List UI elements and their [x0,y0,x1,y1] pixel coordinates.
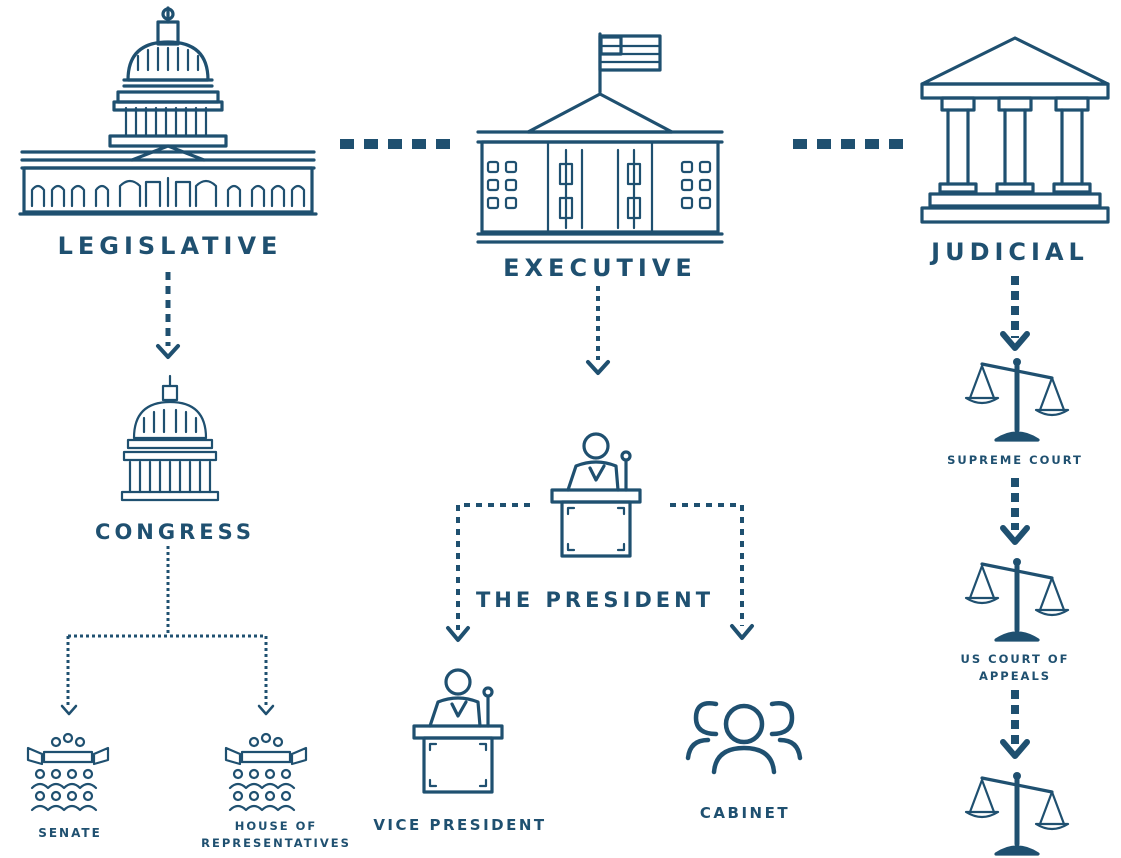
house-label: HOUSE OF REPRESENTATIVES [201,819,351,850]
senate-label: SENATE [38,826,102,840]
courthouse-icon [920,36,1110,224]
arrow-head-house [257,704,275,716]
executive-label: EXECUTIVE [503,254,697,282]
arrow-head-district [1000,739,1030,759]
white-house-icon [476,32,724,244]
congress-label: CONGRESS [95,520,255,544]
appeals-court-label: US COURT OF APPEALS [960,652,1070,683]
cabinet-group-icon [685,701,803,775]
arrow-head-legislative [156,344,180,359]
scales-icon-district [964,772,1070,856]
scales-icon-supreme [964,358,1070,442]
capitol-icon [18,6,318,216]
arrow-head-executive [586,360,610,375]
scales-icon-appeals [964,558,1070,642]
president-podium-icon [550,432,642,558]
congress-dome-icon [120,374,220,502]
supreme-court-label: SUPREME COURT [947,453,1083,467]
senate-assembly-icon [26,732,110,812]
arrow-head-judicial [1000,331,1030,351]
president-connector [456,503,744,630]
president-label: THE PRESIDENT [475,588,715,612]
cabinet-label: CABINET [699,804,791,822]
arrow-head-senate [60,704,78,716]
arrow-head-appeals [1000,525,1030,545]
arrow-head-cabinet [730,624,754,640]
congress-connector [66,546,268,708]
arrow-head-vp [446,626,470,642]
legislative-label: LEGISLATIVE [57,232,283,260]
vice-president-label: VICE PRESIDENT [373,816,547,834]
judicial-label: JUDICIAL [931,238,1089,266]
house-assembly-icon [224,732,308,812]
vice-president-podium-icon [412,668,504,794]
